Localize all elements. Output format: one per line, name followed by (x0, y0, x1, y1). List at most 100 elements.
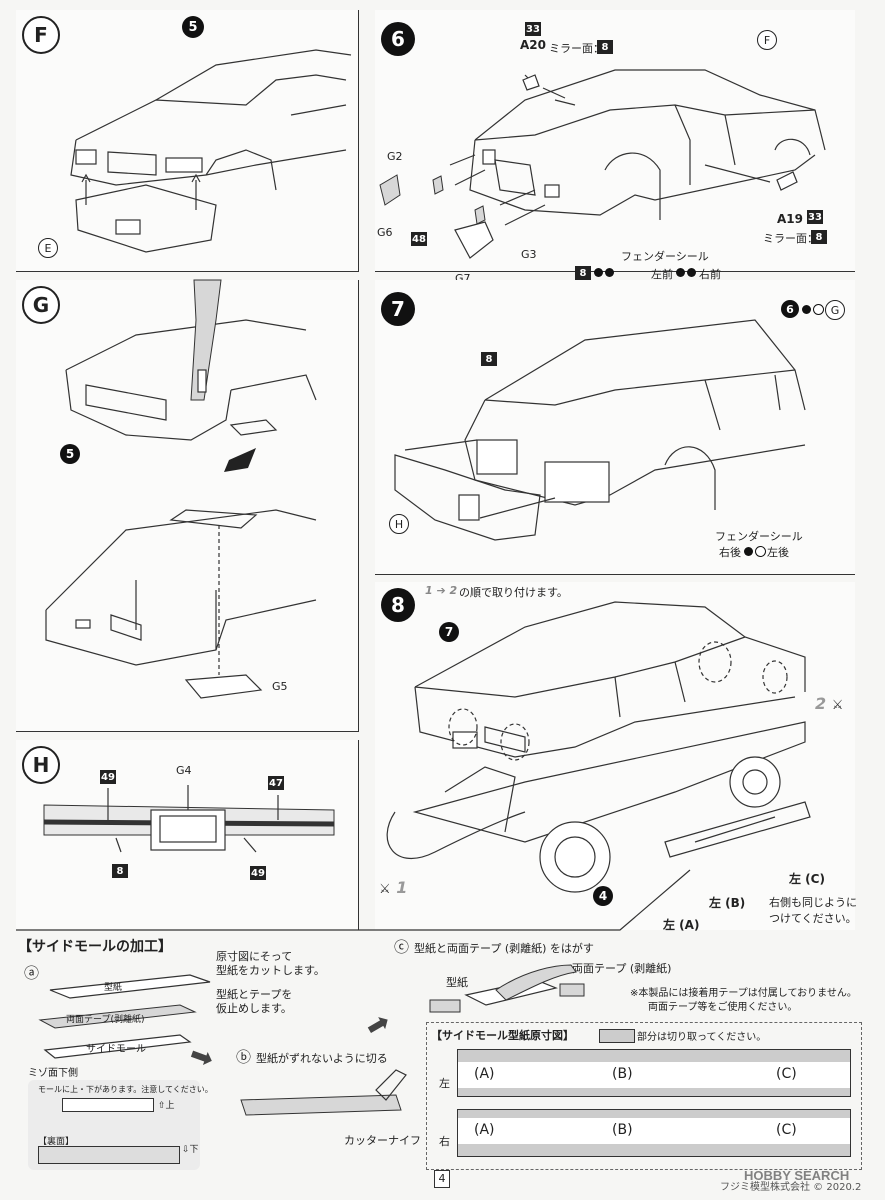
step-a-text-2: 型紙をカットします。 (216, 964, 325, 977)
step-g-panel: G 5 G5 (16, 279, 359, 732)
note-1: ※本製品には接着用テープは付属しておりません。 (630, 988, 857, 999)
mold-c-label: 左 (C) (789, 872, 825, 886)
part-e-badge: E (38, 238, 58, 258)
fender-seal-icon (743, 546, 767, 557)
up-label: ⇧上 (158, 1101, 175, 1111)
mizo-label: ミゾ面下側 (28, 1068, 78, 1079)
template-title: 【サイドモール型紙原寸図】 (431, 1029, 574, 1042)
step-c-marker: ⓒ (394, 938, 410, 956)
paint-33-box: 33 (807, 210, 823, 224)
cut-zone (458, 1144, 850, 1156)
step-a-text-1: 原寸図にそって (216, 950, 293, 963)
order-2: 2 (449, 584, 458, 597)
cut-zone (458, 1088, 850, 1096)
fender-seal-label: フェンダーシール (715, 530, 803, 543)
step-h-panel: H G4 49 47 8 49 (16, 740, 359, 930)
side-mold-title: 【サイドモールの加工】 (18, 939, 172, 955)
arrow-icon: ➡ (359, 1004, 397, 1045)
front-left-label: 左前 (651, 268, 673, 281)
section-divider (16, 869, 691, 931)
katagami-c-label: 型紙 (446, 976, 468, 989)
paint-49-box: 49 (250, 866, 266, 880)
step-b-marker: ⓑ (236, 1048, 252, 1066)
fender-seal-label: フェンダーシール (621, 250, 709, 263)
mark-1: 1 (396, 878, 408, 897)
step-a-marker: ⓐ (24, 964, 40, 982)
ura-label: 【裏面】 (38, 1137, 75, 1147)
segment-c-label: (C) (776, 1066, 797, 1082)
front-bumper-fitting-illustration (45, 279, 317, 699)
template-panel: 【サイドモール型紙原寸図】 部分は切り取ってください。 左 (A) (B) (C… (426, 1022, 862, 1170)
segment-a-label: (A) (474, 1066, 495, 1082)
left-label: 左 (439, 1077, 450, 1090)
ref-f-badge: F (757, 30, 777, 50)
cut-zone (458, 1050, 850, 1062)
car-side-illustration (379, 69, 826, 259)
part-ref-badge: 5 (60, 444, 80, 464)
paint-47-box: 47 (268, 776, 284, 790)
down-label: ⇩下 (182, 1145, 199, 1155)
mold-b-label: 左 (B) (709, 896, 746, 910)
step-letter-badge: G (22, 286, 60, 324)
chassis-ref-badge: 4 (593, 886, 613, 906)
cut-zone (458, 1110, 850, 1118)
step-number-badge: 6 (381, 22, 415, 56)
step-8-panel: 8 1 ➔ 2 の順で取り付けます。 7 ⚔ 1 2 ⚔ 4 左 (A) 左 (… (375, 582, 857, 932)
left-template: (A) (B) (C) (457, 1049, 851, 1097)
mirror-face-label: ミラー面： (549, 42, 604, 55)
chassis-assembly-illustration (386, 601, 811, 893)
paint-8-box: 8 (481, 352, 497, 366)
step-letter-badge: H (22, 746, 60, 784)
order-1: 1 (425, 584, 433, 597)
fender-seal-icon (801, 304, 825, 315)
rear-left-label: 左後 (767, 546, 789, 559)
peel-illustration (429, 964, 585, 1013)
ref-g-badge: G (825, 300, 845, 320)
step-letter-badge: F (22, 16, 60, 54)
step-6-panel: 6 F 33 A20 ミラー面： 8 G2 G6 48 G3 G7 8 フェンダ… (375, 10, 855, 285)
mirror-face-label: ミラー面： (763, 232, 818, 245)
step-b-text: 型紙がずれないように切る (256, 1052, 388, 1065)
step-7-panel: 7 6 G 8 H フェンダーシール 右後 左後 (375, 280, 855, 575)
order-label: 1 ➔ 2 (425, 584, 458, 597)
mark-2-label: 2 ⚔ (815, 694, 843, 713)
page-number: 4 (434, 1170, 450, 1188)
sidemold-label: サイドモール (86, 1044, 146, 1055)
rear-bumper-illustration (43, 785, 335, 853)
right-template: (A) (B) (C) (457, 1109, 851, 1157)
step-f-panel: F 5 E (16, 10, 359, 272)
segment-b-label: (B) (612, 1066, 633, 1082)
knife-icon: ⚔ (379, 882, 391, 897)
cut-note: 部分は切り取ってください。 (637, 1032, 767, 1043)
fender-seal-icon (593, 268, 615, 277)
right-note-2: つけてください。 (769, 912, 857, 925)
part-ref-badge: 5 (182, 16, 204, 38)
paint-8-box: 8 (112, 864, 128, 878)
rear-right-label: 右後 (719, 546, 741, 559)
segment-c-label: (C) (776, 1122, 797, 1138)
note-2: 両面テープ等をご使用ください。 (648, 1002, 798, 1013)
cutting-illustration (240, 1069, 407, 1116)
ref-step-badge: 6 (781, 300, 799, 318)
paint-33-box: 33 (525, 22, 541, 36)
mold-sample (62, 1098, 154, 1112)
car-front-body-illustration (70, 49, 352, 253)
cut-swatch (599, 1029, 635, 1043)
part-g4-label: G4 (176, 764, 192, 777)
cutter-label: カッターナイフ (344, 1134, 421, 1147)
part-a20-label: A20 (520, 38, 546, 52)
fender-seal-icon (675, 268, 697, 277)
paint-8-box: 8 (811, 230, 827, 244)
paint-8-box: 8 (575, 266, 591, 280)
katagami-label: 型紙 (104, 983, 123, 993)
part-h-badge: H (389, 514, 409, 534)
order-text: の順で取り付けます。 (459, 586, 568, 599)
step-a-text-4: 仮止めします。 (216, 1002, 292, 1015)
part-a19-label: A19 (777, 212, 803, 226)
paint-49-box: 49 (100, 770, 116, 784)
mark-2: 2 (815, 694, 827, 713)
knife-icon: ⚔ (831, 698, 844, 713)
car-rear-illustration (394, 319, 806, 541)
paint-8-box: 8 (597, 40, 613, 54)
part-g6-label: G6 (377, 226, 393, 239)
